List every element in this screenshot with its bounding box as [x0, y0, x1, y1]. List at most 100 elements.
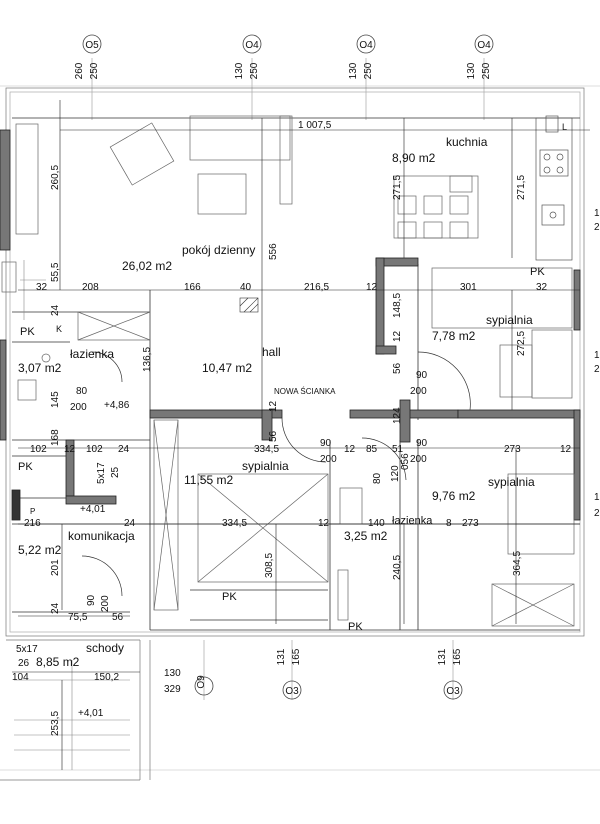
svg-text:273: 273 [462, 518, 479, 529]
axis-label-bottom-2: O3 [285, 686, 299, 697]
svg-text:166: 166 [184, 282, 201, 293]
svg-text:80: 80 [76, 386, 88, 397]
new-wall-label: NOWA ŚCIANKA [274, 387, 336, 396]
svg-text:12: 12 [344, 444, 356, 455]
svg-text:168: 168 [50, 429, 61, 446]
svg-text:32: 32 [536, 282, 548, 293]
axis-bubbles [82, 34, 494, 700]
room-name-bed-c: sypialnia [242, 459, 289, 473]
svg-text:12: 12 [64, 444, 76, 455]
svg-text:120: 120 [390, 465, 401, 482]
door-swings [81, 351, 471, 597]
room-area-hall: 10,47 m2 [202, 361, 252, 375]
svg-text:148,5: 148,5 [392, 293, 403, 318]
pk-label-5: PK [348, 621, 363, 633]
misc-labels: NOWA ŚCIANKA PK PK K PK PK PK L P 1 2 1 … [18, 122, 600, 633]
top-axis-dims: 260 250 130 250 130 250 130 250 [74, 62, 492, 79]
svg-text:102: 102 [30, 444, 47, 455]
svg-text:24: 24 [50, 304, 61, 316]
axis-label-bottom-1: O9 [196, 675, 207, 689]
svg-text:90: 90 [416, 370, 428, 381]
svg-text:5x17: 5x17 [96, 462, 107, 484]
pk-label-3: PK [18, 461, 33, 473]
svg-text:12: 12 [560, 444, 572, 455]
svg-text:25: 25 [110, 466, 121, 478]
bedroom-furniture [17, 267, 575, 627]
svg-text:90: 90 [86, 594, 97, 606]
svg-text:51: 51 [392, 444, 404, 455]
room-area-bed-c: 11,55 m2 [184, 473, 233, 487]
svg-text:56: 56 [112, 612, 124, 623]
room-area-bath2: 3,25 m2 [344, 529, 388, 543]
axis-label-top-4: O4 [477, 40, 491, 51]
room-name-bath2: łazienka [392, 515, 433, 527]
svg-text:556: 556 [268, 243, 279, 260]
room-name-comm: komunikacja [68, 529, 135, 543]
svg-text:301: 301 [460, 282, 477, 293]
svg-text:2: 2 [594, 508, 600, 519]
svg-text:250: 250 [89, 62, 100, 79]
svg-text:32: 32 [36, 282, 48, 293]
svg-text:200: 200 [410, 454, 427, 465]
living-furniture [1, 115, 293, 293]
room-name-bed-ne: sypialnia [486, 313, 533, 327]
svg-text:272,5: 272,5 [516, 331, 527, 356]
svg-text:271,5: 271,5 [516, 175, 527, 200]
svg-text:55,5: 55,5 [50, 262, 61, 282]
dining-set [393, 175, 479, 239]
svg-text:90: 90 [416, 438, 428, 449]
svg-text:8: 8 [446, 518, 452, 529]
hatch-patch [239, 297, 259, 313]
edge-label-2: 2 [594, 222, 600, 233]
svg-text:260,5: 260,5 [50, 165, 61, 190]
svg-text:308,5: 308,5 [264, 553, 275, 578]
svg-text:329: 329 [164, 684, 181, 695]
room-area-stairs: 8,85 m2 [36, 655, 80, 669]
svg-text:131: 131 [437, 648, 448, 665]
svg-text:75,5: 75,5 [68, 612, 88, 623]
k-label: K [56, 324, 62, 334]
dimension-lines [12, 100, 590, 770]
svg-text:56: 56 [268, 430, 279, 442]
svg-text:140: 140 [368, 518, 385, 529]
pk-label-4: PK [222, 591, 237, 603]
svg-text:250: 250 [249, 62, 260, 79]
room-area-bed-se: 9,76 m2 [432, 489, 476, 503]
svg-text:104: 104 [12, 672, 29, 683]
partitions [12, 117, 580, 631]
svg-text:130: 130 [234, 62, 245, 79]
svg-text:150,2: 150,2 [94, 672, 119, 683]
svg-text:26: 26 [18, 658, 30, 669]
svg-text:056: 056 [400, 453, 411, 470]
svg-text:145: 145 [50, 391, 61, 408]
svg-text:12: 12 [392, 330, 403, 342]
room-labels: pokój dzienny 26,02 m2 kuchnia 8,90 m2 h… [18, 135, 535, 669]
svg-text:130: 130 [164, 668, 181, 679]
svg-text:271,5: 271,5 [392, 175, 403, 200]
svg-text:200: 200 [410, 386, 427, 397]
room-name-hall: hall [262, 345, 281, 359]
svg-text:12: 12 [318, 518, 330, 529]
axis-label-top-3: O4 [359, 40, 373, 51]
svg-text:5x17: 5x17 [16, 644, 38, 655]
svg-text:250: 250 [481, 62, 492, 79]
svg-text:12: 12 [268, 400, 279, 412]
edge-label-1: 1 [594, 208, 600, 219]
svg-text:2: 2 [594, 364, 600, 375]
room-area-kitchen: 8,90 m2 [392, 151, 436, 165]
svg-text:56: 56 [392, 362, 403, 374]
room-area-comm: 5,22 m2 [18, 543, 62, 557]
svg-text:124: 124 [392, 407, 403, 424]
pk-label-2: PK [20, 326, 35, 338]
room-name-living: pokój dzienny [182, 243, 255, 257]
grid-lines [0, 58, 600, 771]
svg-text:1 007,5: 1 007,5 [298, 120, 332, 131]
svg-text:165: 165 [452, 648, 463, 665]
svg-text:+4,01: +4,01 [78, 708, 104, 719]
svg-text:253,5: 253,5 [50, 711, 61, 736]
svg-text:40: 40 [240, 282, 252, 293]
svg-text:80: 80 [372, 472, 383, 484]
axis-label-top-1: O5 [85, 40, 99, 51]
svg-text:216: 216 [24, 518, 41, 529]
